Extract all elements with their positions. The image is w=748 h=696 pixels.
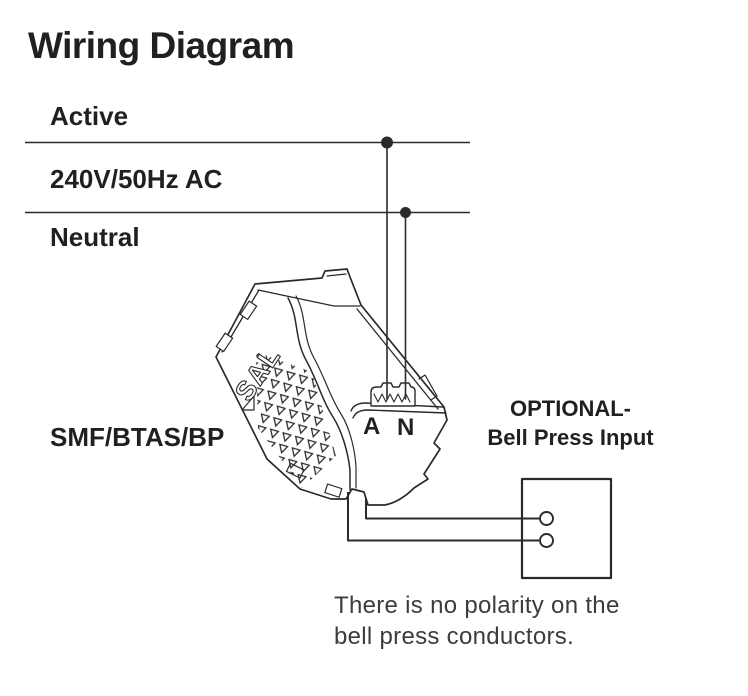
module-clip-upper-left-1 [239, 300, 258, 321]
active-label: Active [50, 101, 129, 131]
terminal-n-label: N [397, 414, 415, 441]
module-divider-groove-inner [295, 295, 357, 489]
bell-wire-upper [365, 498, 539, 520]
module-top-band-edge [257, 289, 361, 307]
polarity-note-line2: bell press conductors. [334, 623, 575, 650]
bell-press-box [520, 477, 613, 580]
bell-terminal-upper [539, 511, 554, 526]
module-drawing: SAL [215, 141, 448, 506]
page-title: Wiring Diagram [28, 25, 295, 66]
bell-press-circuit [347, 477, 613, 580]
terminal-clamp-teeth [373, 393, 411, 403]
bell-press-heading: OPTIONAL- Bell Press Input [468, 394, 673, 452]
module-divider-groove-outer [287, 297, 351, 491]
terminal-clamp-block [370, 382, 416, 407]
bell-press-heading-line2: Bell Press Input [487, 425, 654, 450]
terminal-a-label: A [363, 413, 381, 440]
bell-wire-lower [347, 492, 539, 542]
module-top-clip-line [326, 273, 347, 277]
module-face-rim-upper [350, 402, 444, 412]
module-topright-rim-edge [356, 308, 439, 410]
module-vent-pattern [256, 352, 336, 488]
polarity-note-line1: There is no polarity on the [334, 592, 620, 619]
module-face-rim-lower [352, 409, 447, 419]
bell-terminal-lower [539, 533, 554, 548]
polarity-note: There is no polarity on the bell press c… [334, 590, 620, 652]
neutral-label: Neutral [50, 222, 140, 252]
module-clip-upper-left-2 [215, 332, 234, 353]
module-model-label: SMF/BTAS/BP [50, 422, 225, 452]
module-edge-tab [418, 374, 438, 401]
module-clip-bottom-2 [324, 483, 343, 498]
sal-logo-flag-icon [241, 395, 255, 411]
voltage-label: 240V/50Hz AC [50, 164, 223, 194]
bell-press-heading-line1: OPTIONAL- [510, 396, 631, 421]
